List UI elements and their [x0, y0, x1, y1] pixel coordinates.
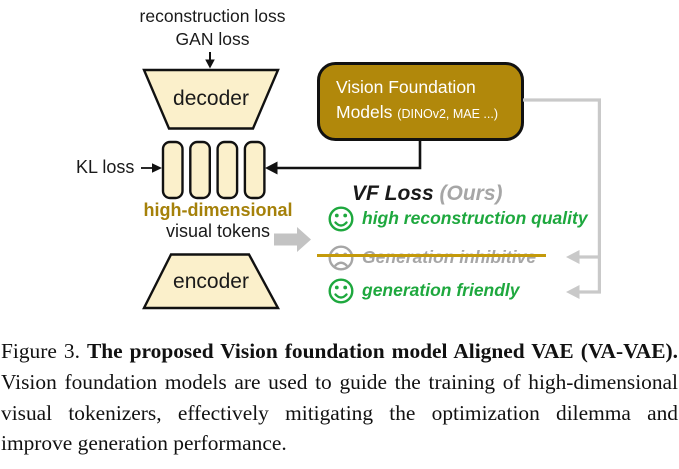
high-dimensional-label: high-dimensional: [143, 200, 293, 220]
encoder-block: [142, 253, 281, 310]
happy-face-icon: [328, 206, 354, 232]
diagram-shapes-layer: [141, 52, 601, 310]
gray-feedback-connector: [523, 98, 601, 299]
vf-loss-ours-text: (Ours): [439, 182, 503, 205]
reconstruction-loss-label: reconstruction loss: [139, 6, 286, 26]
vision-foundation-models-label: Vision Foundation Models (DINOv2, MAE ..…: [336, 75, 498, 127]
vfm-line2-small: (DINOv2, MAE ...): [397, 107, 498, 121]
caption-bold: The proposed Vision foundation model Ali…: [86, 339, 678, 363]
visual-tokens-label: visual tokens: [165, 221, 271, 241]
caption-body: Vision foundation models are used to gui…: [1, 369, 678, 456]
vf-loss-text: VF Loss: [352, 182, 434, 205]
kl-loss-arrow: [141, 163, 162, 173]
sad-face-icon: [328, 245, 354, 271]
encoder-label: encoder: [173, 270, 249, 293]
figure-diagram: reconstruction loss GAN loss decoder enc…: [76, 6, 601, 310]
vf-loss-label: VF Loss (Ours): [352, 182, 503, 206]
happy-face-icon: [328, 278, 354, 304]
decoder-block: [142, 68, 280, 130]
vfm-line2: Models: [336, 102, 393, 122]
vf-loss-connector: [265, 140, 422, 175]
vision-foundation-models-box: [317, 62, 524, 141]
vfm-line1: Vision Foundation: [336, 77, 476, 97]
visual-token-bars: [161, 140, 266, 200]
loss-down-arrow: [205, 52, 215, 69]
kl-loss-label: KL loss: [76, 157, 135, 177]
caption-prefix: Figure 3.: [1, 339, 80, 363]
gan-loss-label: GAN loss: [175, 29, 250, 49]
decoder-label: decoder: [173, 87, 249, 110]
figure-caption: Figure 3. The proposed Vision foundation…: [1, 336, 678, 459]
right-block-arrow-icon: [274, 227, 311, 252]
outcome-high-reconstruction-quality: high reconstruction quality: [362, 208, 588, 228]
outcome-generation-inhibitive: Generation inhibitive: [362, 247, 536, 268]
strikethrough-line: [317, 254, 546, 258]
outcome-generation-friendly: generation friendly: [362, 280, 520, 300]
